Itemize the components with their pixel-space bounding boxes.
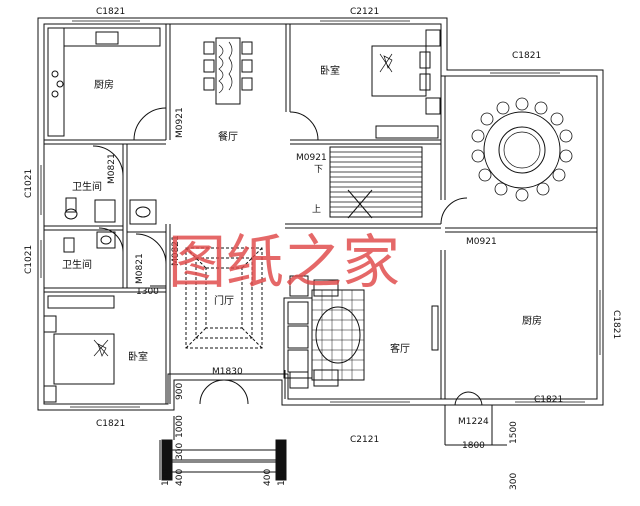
rug: [311, 289, 365, 381]
dimension-label: 1800: [462, 441, 485, 451]
window-label: C1021: [24, 245, 34, 274]
stair-up-label: 上: [312, 204, 321, 215]
room-label-bathroom: 卫生间: [62, 258, 92, 271]
room-label-kitchen: 厨房: [94, 78, 114, 91]
dimension-line: [444, 405, 507, 446]
room-label-foyer: 门厅: [214, 294, 234, 307]
tv-cabinet: [431, 305, 439, 351]
door-label: M0921: [296, 153, 327, 163]
toilet: [63, 237, 75, 253]
door-swing: [454, 391, 469, 406]
dimension-label: 100: [161, 469, 171, 486]
window-label: C2121: [350, 7, 379, 17]
washbasin: [96, 231, 116, 249]
outer-wall-inner: [43, 23, 598, 405]
dimension-line: [150, 285, 175, 480]
stove-burner: [51, 90, 59, 98]
bed: [371, 45, 427, 97]
door-label: M1830: [212, 367, 243, 377]
dimension-label: 300: [509, 473, 519, 490]
window-label: C1821: [611, 310, 621, 339]
door-swing: [98, 227, 124, 253]
door-swing: [467, 391, 483, 406]
bed: [53, 333, 115, 385]
dimension-label: 900: [175, 383, 185, 400]
window-label: C1821: [96, 419, 125, 429]
kitchen-counter: [47, 27, 65, 137]
door-label: M1224: [458, 417, 489, 427]
room-label-bedroom: 卧室: [128, 350, 148, 363]
window-label: C1821: [96, 7, 125, 17]
dimension-label: 400: [263, 469, 273, 486]
wardrobe: [47, 295, 115, 309]
porch-step: [171, 449, 277, 461]
shower: [94, 199, 116, 223]
round-table: [483, 111, 561, 189]
window-label: C1821: [512, 51, 541, 61]
dimension-label: 1000: [175, 415, 185, 438]
coffee-table: [315, 306, 361, 364]
dimension-label: 1300: [136, 287, 159, 297]
door-label: M0921: [175, 107, 185, 138]
door-swing: [133, 107, 167, 141]
door-swing: [92, 145, 124, 177]
stove-burner: [51, 70, 59, 78]
room-label-living: 客厅: [390, 342, 410, 355]
room-label-bedroom: 卧室: [320, 64, 340, 77]
wardrobe: [375, 125, 439, 139]
door-swing: [223, 379, 249, 405]
door-label: M0821: [171, 235, 181, 266]
door-swing: [289, 111, 319, 141]
window-label: C1021: [24, 169, 34, 198]
room-label-kitchen: 厨房: [522, 314, 542, 327]
door-swing: [199, 379, 225, 405]
room-label-dining: 餐厅: [218, 130, 238, 143]
washbasin: [129, 199, 157, 225]
dining-table: [215, 37, 241, 105]
kitchen-counter-top: [63, 27, 161, 47]
sink: [95, 31, 119, 45]
dimension-label: 1500: [509, 421, 519, 444]
door-label: M0821: [107, 153, 117, 184]
watermark-text: 图纸之家: [168, 228, 400, 296]
foyer-ceiling: [185, 247, 263, 349]
window-label: C2121: [350, 435, 379, 445]
dimension-label: 400: [175, 469, 185, 486]
door-label: M0921: [466, 237, 497, 247]
dimension-label: 100: [277, 469, 287, 486]
door-label: M0821: [135, 253, 145, 284]
door-swing: [135, 233, 167, 265]
dimension-label: 300: [175, 443, 185, 460]
room-label-bathroom: 卫生间: [72, 180, 102, 193]
window-label: C1821: [534, 395, 563, 405]
door-swing: [440, 197, 468, 225]
stair-down-label: 下: [314, 165, 323, 175]
stove-burner: [56, 80, 64, 88]
toilet: [65, 197, 77, 213]
